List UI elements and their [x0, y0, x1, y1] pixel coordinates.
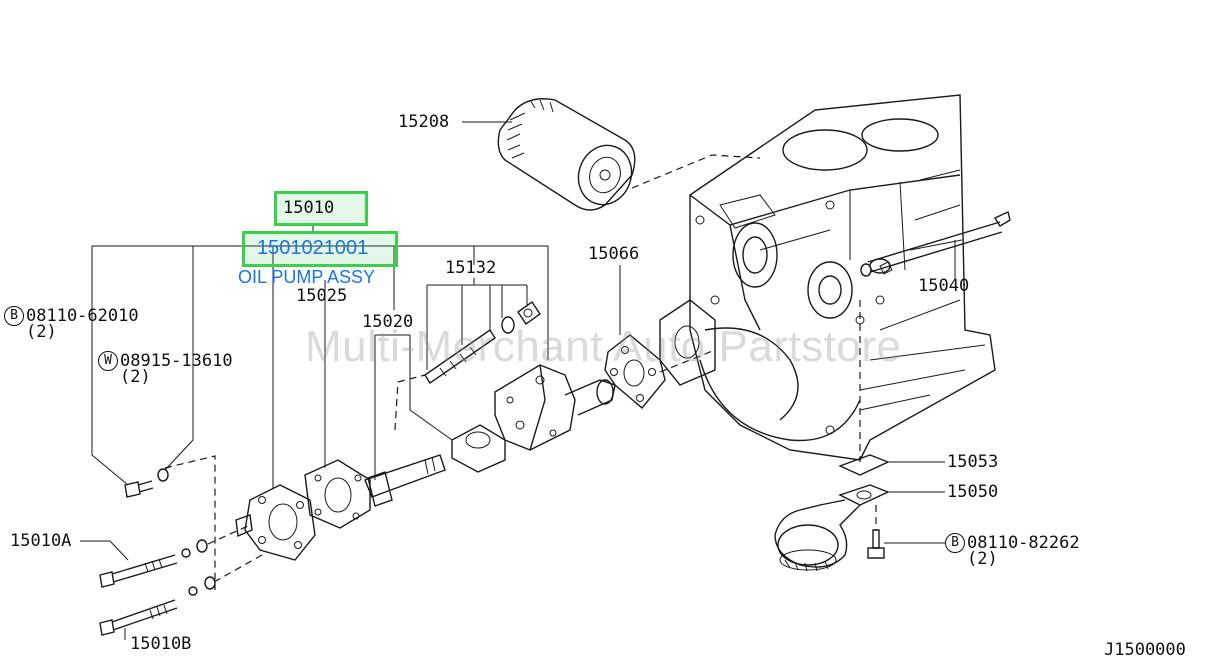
fastener-part-number: 08915-13610 [120, 351, 233, 371]
dashed-assembly-lines [164, 154, 877, 590]
fastener-washer-qty: (2) [120, 367, 151, 387]
highlight-part-number: 15010 [283, 198, 335, 218]
fastener-part-number: 08110-82262 [967, 533, 1080, 553]
fasteners-drawing [99, 468, 885, 636]
callout-dipstick[interactable]: 15040 [918, 276, 970, 296]
highlight-sku-box[interactable]: 1501021001 [242, 231, 398, 267]
bolt-symbol-icon: B [945, 533, 965, 553]
washer-symbol-icon: W [98, 351, 118, 371]
watermark: Multi-Merchant Auto Partstore [305, 322, 902, 371]
highlight-sku: 1501021001 [257, 237, 369, 259]
callout-strainer-gasket[interactable]: 15053 [947, 452, 999, 472]
callout-relief-valve-set[interactable]: 15132 [445, 258, 497, 278]
bolt-symbol-icon: B [4, 306, 24, 326]
highlight-part-number-box[interactable]: 15010 [274, 191, 368, 226]
diagram-code: J1500000 [1104, 640, 1186, 660]
callout-oil-filter[interactable]: 15208 [398, 112, 450, 132]
oil-pump-body-drawing [235, 301, 666, 561]
fastener-bolt-upper-qty: (2) [26, 322, 57, 342]
oil-strainer-drawing [774, 454, 890, 572]
callout-pump-shaft[interactable]: 15020 [362, 312, 414, 332]
highlight-part-name: OIL PUMP ASSY [238, 267, 376, 287]
fastener-part-number: 08110-62010 [26, 306, 139, 326]
fastener-bolt-strainer-qty: (2) [967, 549, 998, 569]
oil-filter-drawing [497, 98, 636, 211]
callout-oil-pump-cover[interactable]: 15025 [296, 286, 348, 306]
callout-strainer[interactable]: 15050 [947, 482, 999, 502]
callout-stud-a[interactable]: 15010A [10, 531, 72, 551]
callout-stud-b[interactable]: 15010B [130, 634, 192, 654]
leader-lines [80, 121, 956, 640]
dipstick-drawing [860, 211, 1011, 277]
callout-gasket-upper[interactable]: 15066 [588, 244, 640, 264]
